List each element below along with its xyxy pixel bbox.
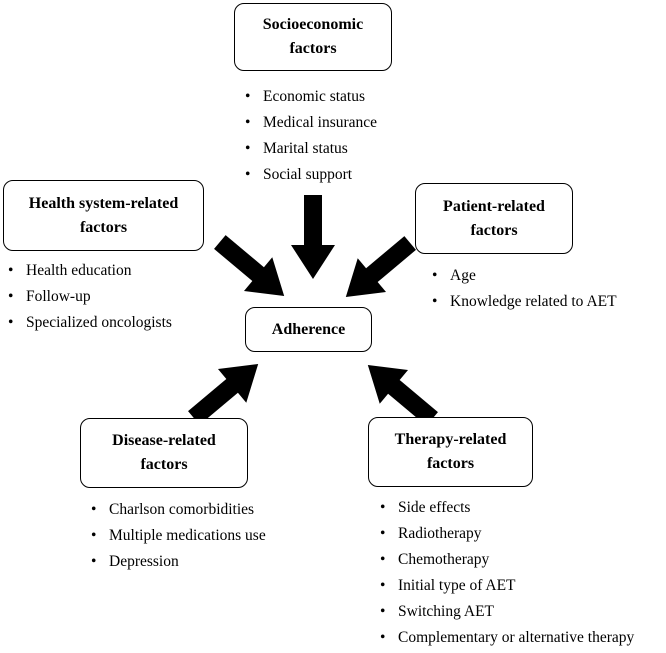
- list-item: Marital status: [245, 136, 377, 162]
- adherence-box: Adherence: [245, 307, 372, 352]
- list-item: Knowledge related to AET: [432, 289, 617, 315]
- health-system-factors-list: Health education Follow-up Specialized o…: [8, 258, 172, 336]
- arrow-health-system-to-adherence: [205, 225, 299, 313]
- list-item: Follow-up: [8, 284, 172, 310]
- therapy-factors-list: Side effects Radiotherapy Chemotherapy I…: [380, 495, 634, 651]
- list-item: Charlson comorbidities: [91, 497, 266, 523]
- list-item: Depression: [91, 549, 266, 575]
- list-item: Side effects: [380, 495, 634, 521]
- health-system-title-line2: factors: [79, 218, 128, 236]
- list-item: Switching AET: [380, 599, 634, 625]
- list-item: Social support: [245, 162, 377, 188]
- disease-title-line2: factors: [140, 456, 188, 473]
- arrow-socioeconomic-to-adherence: [291, 195, 335, 279]
- patient-factors-list: Age Knowledge related to AET: [432, 263, 617, 315]
- socioeconomic-factors-list: Economic status Medical insurance Marita…: [245, 84, 377, 188]
- list-item: Medical insurance: [245, 110, 377, 136]
- therapy-title-line2: factors: [426, 455, 475, 472]
- health-system-factors-box: Health system-related factors: [3, 180, 204, 251]
- patient-title-line1: Patient-related: [443, 197, 545, 215]
- list-item: Age: [432, 263, 617, 289]
- list-item: Chemotherapy: [380, 547, 634, 573]
- list-item: Complementary or alternative therapy: [380, 625, 634, 651]
- patient-title-line2: factors: [470, 221, 518, 239]
- socioeconomic-factors-box: Socioeconomic factors: [234, 3, 392, 71]
- list-item: Multiple medications use: [91, 523, 266, 549]
- list-item: Initial type of AET: [380, 573, 634, 599]
- socioeconomic-title-line1: Socioeconomic: [262, 16, 364, 33]
- arrow-patient-to-adherence: [331, 226, 425, 314]
- list-item: Specialized oncologists: [8, 310, 172, 336]
- therapy-factors-box: Therapy-related factors: [368, 417, 533, 487]
- list-item: Economic status: [245, 84, 377, 110]
- therapy-title-line1: Therapy-related: [394, 431, 507, 448]
- disease-title-line1: Disease-related: [112, 432, 216, 449]
- disease-factors-list: Charlson comorbidities Multiple medicati…: [91, 497, 266, 575]
- list-item: Radiotherapy: [380, 521, 634, 547]
- adherence-label: Adherence: [271, 320, 346, 338]
- health-system-title-line1: Health system-related: [28, 194, 179, 212]
- disease-factors-box: Disease-related factors: [80, 418, 248, 488]
- socioeconomic-title-line2: factors: [289, 40, 337, 57]
- patient-factors-box: Patient-related factors: [415, 183, 573, 254]
- list-item: Health education: [8, 258, 172, 284]
